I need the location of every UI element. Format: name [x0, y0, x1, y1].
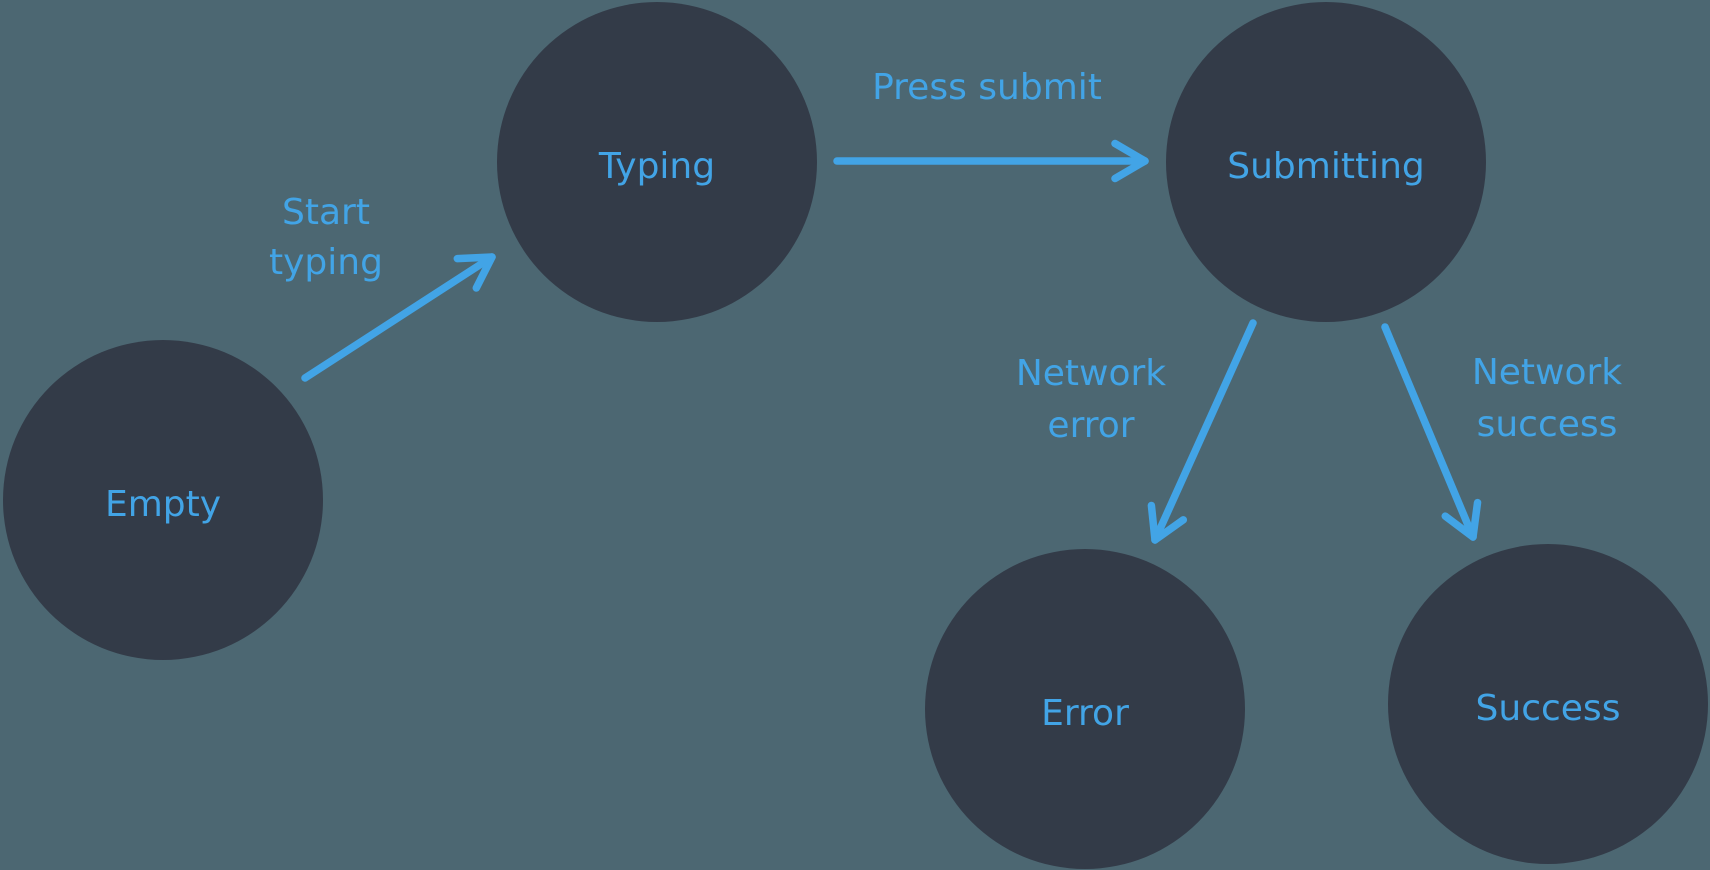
- state-label-typing: Typing: [598, 146, 715, 187]
- edge-label-start-typing-line1: Start: [282, 192, 370, 233]
- state-circle-error: [925, 549, 1245, 869]
- state-node-success: Success: [1388, 544, 1708, 864]
- state-node-empty: Empty: [3, 340, 323, 660]
- state-circle-success: [1388, 544, 1708, 864]
- edge-submitting-to-error: Network error: [1016, 319, 1257, 544]
- edge-arrow-network-success: [1381, 323, 1482, 541]
- edge-label-network-error-line2: error: [1047, 405, 1134, 446]
- edge-empty-to-typing: Start typing: [269, 192, 496, 382]
- edge-label-start-typing-line2: typing: [269, 242, 383, 283]
- state-label-empty: Empty: [105, 484, 221, 525]
- edge-label-network-success-line1: Network: [1472, 352, 1622, 393]
- state-node-error: Error: [925, 549, 1245, 869]
- state-label-error: Error: [1041, 693, 1129, 734]
- state-circle-typing: [497, 2, 817, 322]
- state-circle-submitting: [1166, 2, 1486, 322]
- edge-typing-to-submitting: Press submit: [833, 67, 1149, 183]
- edge-label-network-success-line2: success: [1477, 404, 1618, 445]
- edge-label-network-error-line1: Network: [1016, 353, 1166, 394]
- state-label-submitting: Submitting: [1227, 146, 1425, 187]
- state-label-success: Success: [1476, 688, 1621, 729]
- edge-arrow-network-error: [1147, 319, 1257, 544]
- edge-arrow-start-typing: [301, 253, 496, 382]
- state-node-typing: Typing: [497, 2, 817, 322]
- state-node-submitting: Submitting: [1166, 2, 1486, 322]
- state-circle-empty: [3, 340, 323, 660]
- edge-submitting-to-success: Network success: [1381, 323, 1622, 541]
- edge-label-press-submit: Press submit: [872, 67, 1102, 108]
